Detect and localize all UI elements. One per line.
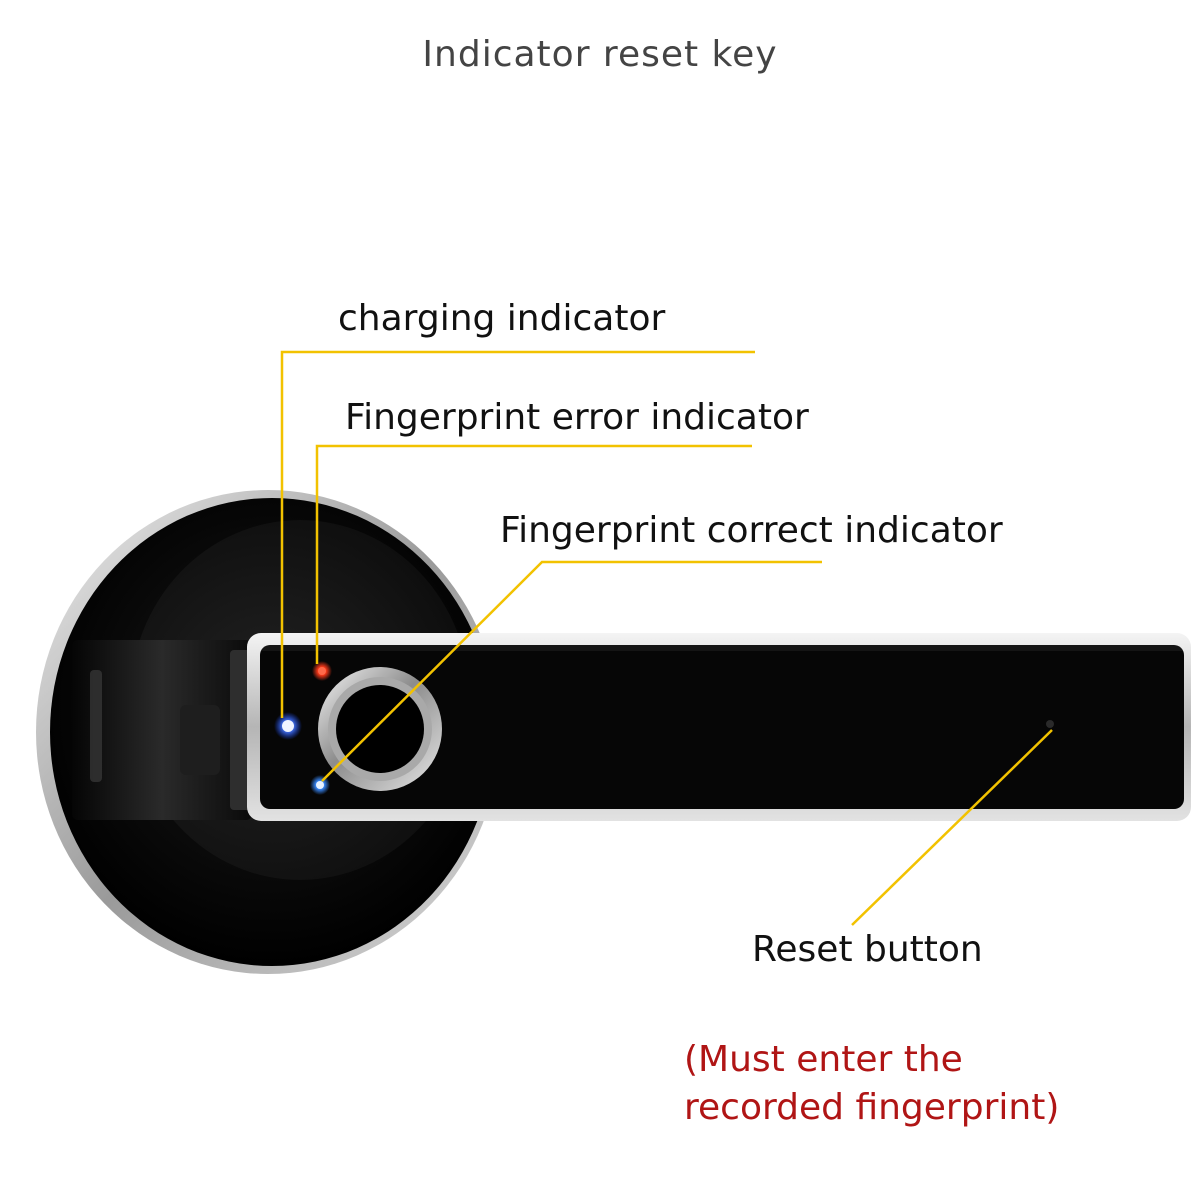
page-title: Indicator reset key [422, 34, 778, 75]
error-led [318, 667, 326, 675]
charging-indicator-label: charging indicator [338, 298, 666, 339]
leader-line-reset [851, 729, 1053, 926]
note-line-2: recorded fingerprint) [684, 1087, 1060, 1128]
correct-led [316, 781, 324, 789]
reset-button-hole [1046, 720, 1054, 728]
fingerprint-correct-indicator-label: Fingerprint correct indicator [500, 510, 1003, 551]
charging-led [282, 720, 294, 732]
lever-face [260, 645, 1184, 809]
reset-button-label: Reset button [752, 929, 983, 970]
leader-line-charging [280, 350, 755, 718]
fingerprint-error-indicator-label: Fingerprint error indicator [345, 397, 809, 438]
leader-line-correct [321, 560, 822, 782]
note-line-1: (Must enter the [684, 1039, 963, 1080]
leader-line-error [315, 444, 752, 664]
